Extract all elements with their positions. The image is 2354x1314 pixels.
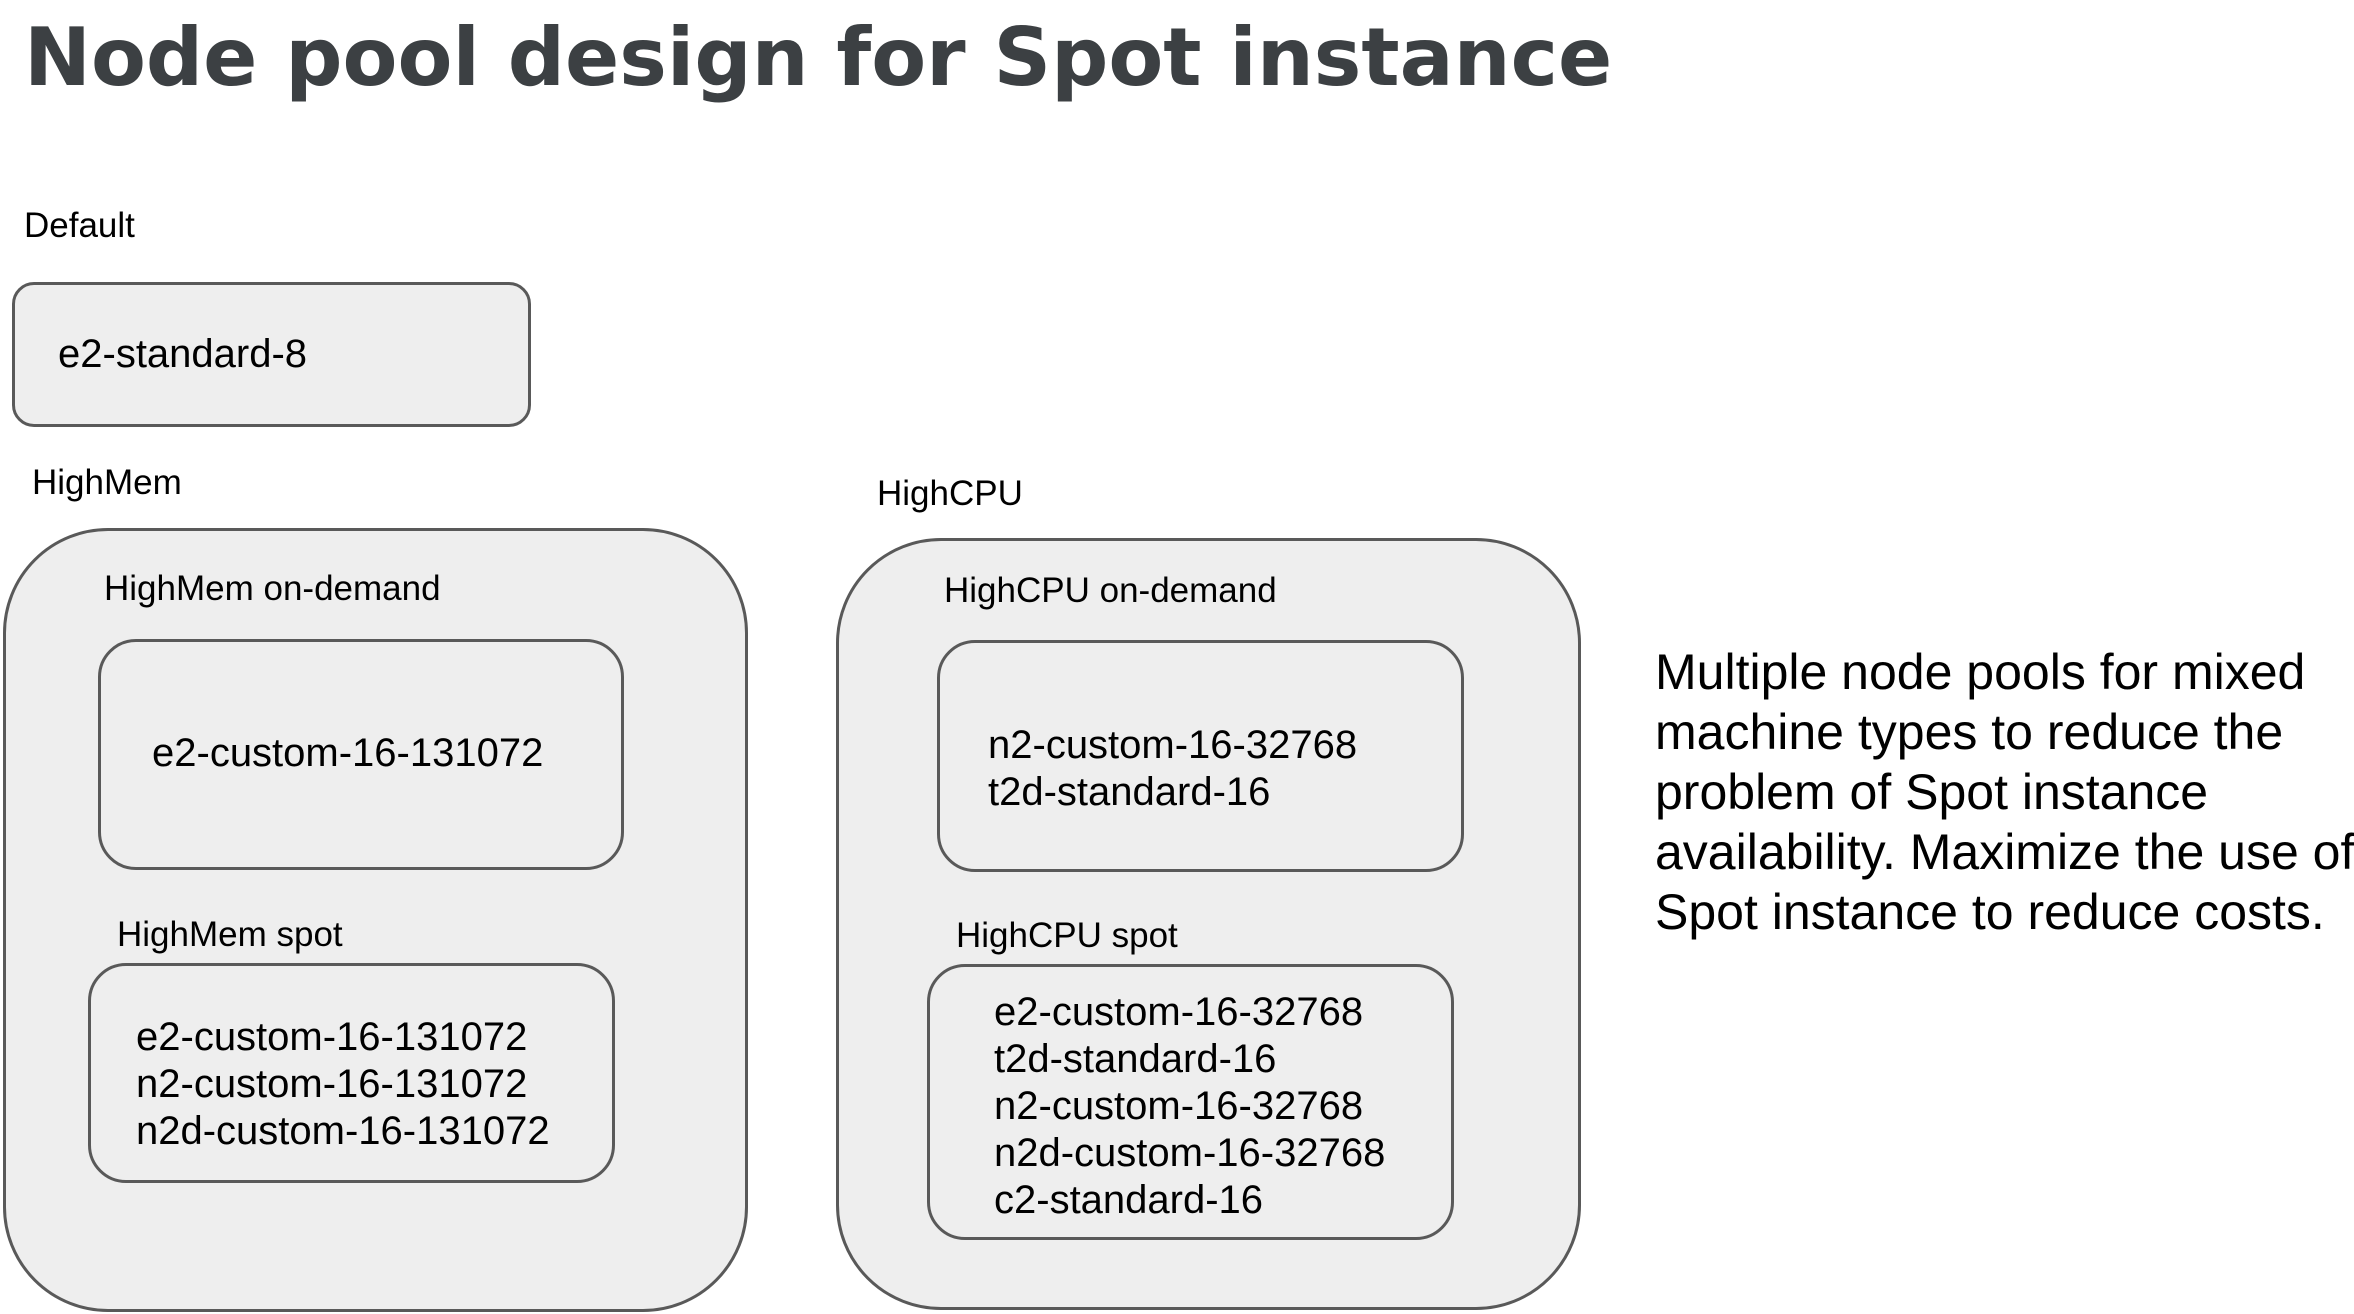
default-pool-box: e2-standard-8 bbox=[12, 282, 531, 427]
highmem-spot-box: e2-custom-16-131072 n2-custom-16-131072 … bbox=[88, 963, 615, 1183]
description-line: Spot instance to reduce costs. bbox=[1655, 884, 2325, 940]
highcpu-on-demand-label: HighCPU on-demand bbox=[944, 571, 1277, 610]
highcpu-spot-machine-type: t2d-standard-16 bbox=[994, 1037, 1277, 1081]
highmem-on-demand-label: HighMem on-demand bbox=[104, 569, 441, 608]
highcpu-pool-label: HighCPU bbox=[877, 474, 1023, 513]
highcpu-spot-box: e2-custom-16-32768 t2d-standard-16 n2-cu… bbox=[927, 964, 1454, 1240]
highmem-spot-machine-type: e2-custom-16-131072 bbox=[136, 1015, 528, 1059]
description-line: problem of Spot instance bbox=[1655, 764, 2209, 820]
highmem-on-demand-box: e2-custom-16-131072 bbox=[98, 639, 624, 870]
description-line: availability. Maximize the use of bbox=[1655, 824, 2354, 880]
highmem-pool-label: HighMem bbox=[32, 463, 182, 502]
highcpu-spot-machine-type: e2-custom-16-32768 bbox=[994, 990, 1364, 1034]
highcpu-on-demand-machine-type: t2d-standard-16 bbox=[988, 770, 1271, 814]
highcpu-spot-machine-type: n2d-custom-16-32768 bbox=[994, 1131, 1386, 1175]
highmem-spot-machine-type: n2-custom-16-131072 bbox=[136, 1062, 528, 1106]
description-line: machine types to reduce the bbox=[1655, 704, 2284, 760]
highcpu-spot-machine-type: c2-standard-16 bbox=[994, 1178, 1264, 1222]
description-line: Multiple node pools for mixed bbox=[1655, 644, 2306, 700]
default-pool-label: Default bbox=[24, 206, 135, 245]
default-machine-type: e2-standard-8 bbox=[58, 332, 308, 376]
description-text: Multiple node pools for mixed machine ty… bbox=[1655, 642, 2354, 942]
page-title: Node pool design for Spot instance bbox=[24, 11, 1613, 104]
highmem-on-demand-machine-type: e2-custom-16-131072 bbox=[152, 731, 544, 775]
highcpu-spot-machine-type: n2-custom-16-32768 bbox=[994, 1084, 1364, 1128]
highmem-spot-machine-type: n2d-custom-16-131072 bbox=[136, 1109, 550, 1153]
highmem-spot-label: HighMem spot bbox=[117, 915, 343, 954]
highcpu-on-demand-box: n2-custom-16-32768 t2d-standard-16 bbox=[937, 640, 1464, 872]
highcpu-on-demand-machine-type: n2-custom-16-32768 bbox=[988, 723, 1358, 767]
highcpu-spot-label: HighCPU spot bbox=[956, 916, 1178, 955]
